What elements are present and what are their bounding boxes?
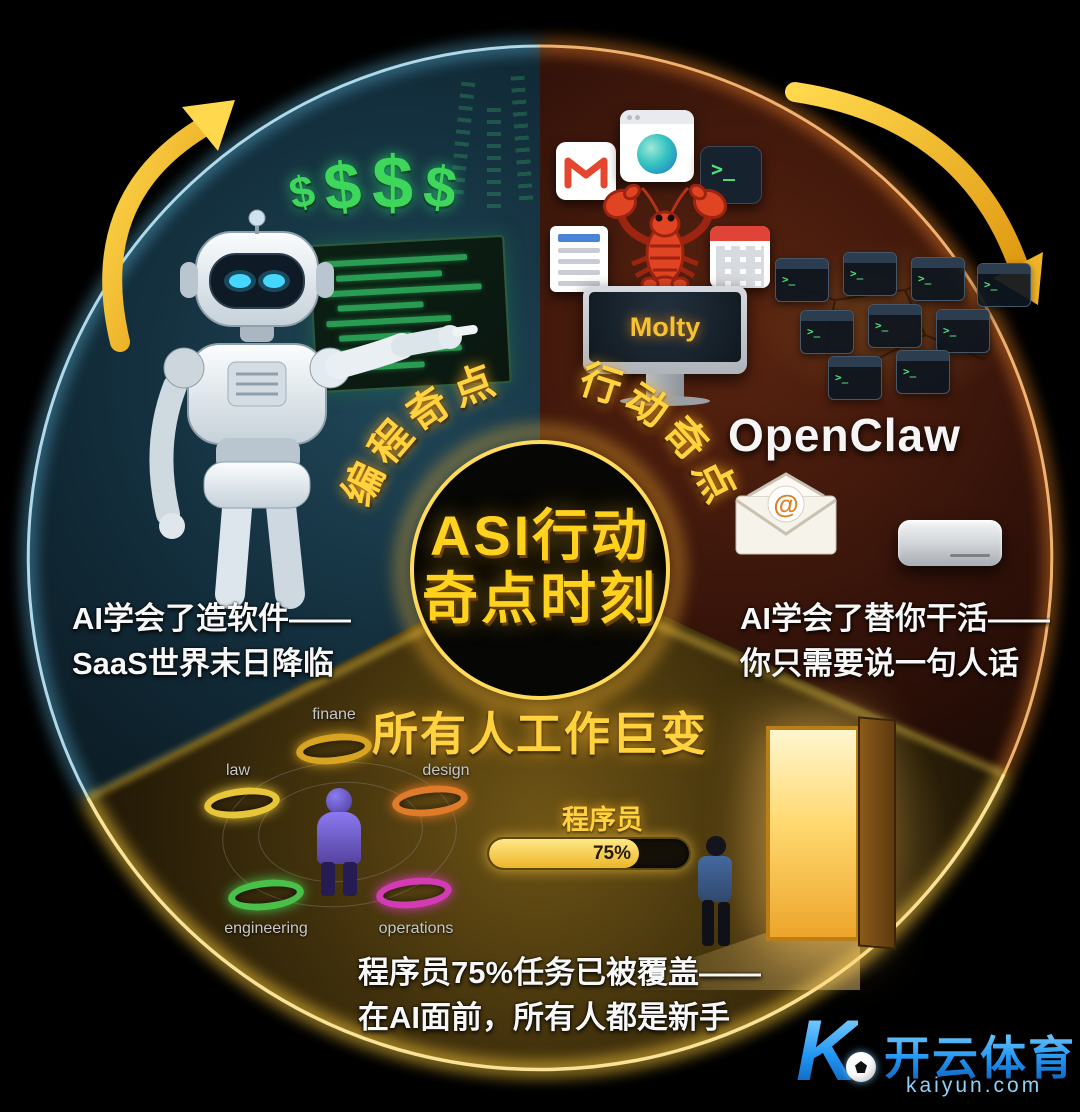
assistant-name: Molty [629,311,701,342]
worker-figure-head [326,788,352,814]
sector-work [88,558,1004,1070]
worker-figure-leg [343,862,357,896]
cycle-arrow-right [785,82,1028,275]
ring-label-operations: operations [378,920,454,937]
terminal-window-icon: >_ [911,257,965,301]
watermark-domain: kaiyun.com [906,1074,1043,1097]
ring-label-law: law [225,762,251,779]
browser-icon [620,110,694,182]
robot-visor [209,253,305,309]
monitor-screen: Molty [589,292,741,362]
divider-bottom-right [654,622,1005,776]
action-caption: AI学会了替你干活—— 你只需要说一句人话 [740,596,1050,686]
walking-person-leg [702,900,714,946]
center-circle-glow [395,425,685,715]
walking-person-head [706,836,726,856]
work-title: 所有人工作巨变 [372,708,708,760]
terminal-window-icon: >_ [868,304,922,348]
walking-person-leg [718,902,730,946]
kaiyun-logo: K [796,1003,859,1099]
matrix-streak [487,108,501,208]
programming-caption-line2: SaaS世界末日降临 [72,646,334,681]
at-symbol: @ [773,489,798,519]
soccer-ball-icon [846,1052,876,1082]
center-circle [410,440,670,700]
dollar-sign: $ [372,141,414,224]
cycle-arrow-left [102,119,210,352]
monitor-base [620,396,710,406]
action-caption-line2: 你只需要说一句人话 [740,646,1019,681]
center-title-line2: 奇点时刻 [422,567,658,630]
gmail-icon [556,142,616,200]
work-caption: 程序员75%任务已被覆盖—— 在AI面前，所有人都是新手 [358,950,761,1040]
rim-left [26,44,541,799]
ring-label-design: design [422,762,470,779]
center-title: ASI行动 奇点时刻 [422,504,658,630]
robot-eye [263,274,285,288]
document-icon [550,226,608,292]
progress-value: 75% [592,842,631,864]
progress-bar: 75% [487,837,691,870]
worker-figure-leg [321,862,335,896]
email-envelope-icon: @ [735,472,837,555]
work-caption-line1: 程序员75%任务已被覆盖—— [358,955,762,990]
pointing-finger [452,325,478,337]
cycle-arrow-left-head [182,100,235,151]
glowing-doorway [766,726,860,941]
terminal-window-icon: >_ [843,252,897,296]
open-door-panel [858,716,896,950]
lobster-icon [602,183,728,297]
openclaw-brand: OpenClaw [728,409,961,461]
robot-illustration [149,209,478,609]
terminal-window-icon: >_ [775,258,829,302]
ring-label-engineering: engineering [224,920,308,937]
terminal-window-icon: >_ [977,263,1031,307]
center-title-line1: ASI行动 [429,504,651,567]
mac-mini-icon [898,520,1002,566]
ring-label-finance: finane [312,706,356,723]
programming-caption: AI学会了造软件—— SaaS世界末日降临 [72,596,351,686]
divider-bottom-left [87,626,428,800]
browser-globe [637,134,677,174]
programming-caption-line1: AI学会了造软件—— [72,601,351,636]
terminal-icon: >_ [700,146,762,204]
worker-figure-torso [317,812,361,864]
progress-label: 程序员 [562,805,643,835]
terminal-prompt: >_ [711,157,736,181]
action-caption-line1: AI学会了替你干活—— [740,601,1050,636]
robot-antenna [248,209,266,227]
terminal-window-icon: >_ [936,309,990,353]
work-caption-line2: 在AI面前，所有人都是新手 [358,1000,730,1035]
terminal-window-icon: >_ [828,356,882,400]
watermark-brand: 开云体育 [884,1022,1076,1088]
robot-eye [229,274,251,288]
monitor: Molty [583,286,747,374]
terminal-window-icon: >_ [896,350,950,394]
walking-person-torso [698,856,732,902]
terminal-window-icon: >_ [800,310,854,354]
monitor-stand [646,374,684,398]
progress-fill: 75% [489,839,639,868]
rim-bottom [86,773,1006,1072]
